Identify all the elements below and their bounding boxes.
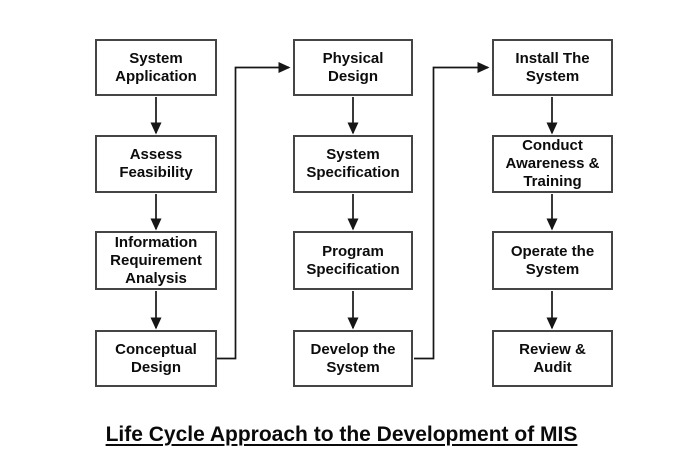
- flow-box-label: Install The System: [515, 49, 590, 85]
- flow-box-assess-feasibility: Assess Feasibility: [95, 135, 217, 193]
- flow-box-information-requirement-analysis: Information Requirement Analysis: [95, 231, 217, 290]
- flow-box-program-specification: Program Specification: [293, 231, 413, 290]
- flow-box-label: Review & Audit: [519, 340, 586, 376]
- connector-elbow-col1-col2: [217, 62, 291, 360]
- flow-box-label: System Application: [115, 49, 197, 85]
- connector-elbow-col2-col3: [414, 62, 490, 360]
- flow-box-label: Assess Feasibility: [119, 146, 193, 181]
- flow-box-system-application: System Application: [95, 39, 217, 96]
- flow-box-label: Develop the System: [310, 340, 396, 376]
- flow-box-physical-design: Physical Design: [293, 39, 413, 96]
- flow-box-label: Operate the System: [510, 242, 595, 278]
- flow-box-operate-the-system: Operate the System: [492, 231, 613, 290]
- flow-box-review-audit: Review & Audit: [492, 330, 613, 387]
- flow-box-label: System Specification: [306, 146, 400, 181]
- diagram-title: Life Cycle Approach to the Development o…: [105, 423, 578, 446]
- flow-box-conceptual-design: Conceptual Design: [95, 330, 217, 387]
- flow-box-label: Conceptual Design: [115, 340, 197, 376]
- flow-box-install-the-system: Install The System: [492, 39, 613, 96]
- flow-box-develop-the-system: Develop the System: [293, 330, 413, 387]
- flow-box-conduct-awareness-training: Conduct Awareness & Training: [492, 135, 613, 193]
- flow-box-label: Conduct Awareness & Training: [505, 137, 600, 190]
- flow-box-system-specification: System Specification: [293, 135, 413, 193]
- flow-box-label: Physical Design: [322, 49, 384, 85]
- flow-box-label: Information Requirement Analysis: [110, 233, 202, 287]
- flow-box-label: Program Specification: [306, 242, 400, 278]
